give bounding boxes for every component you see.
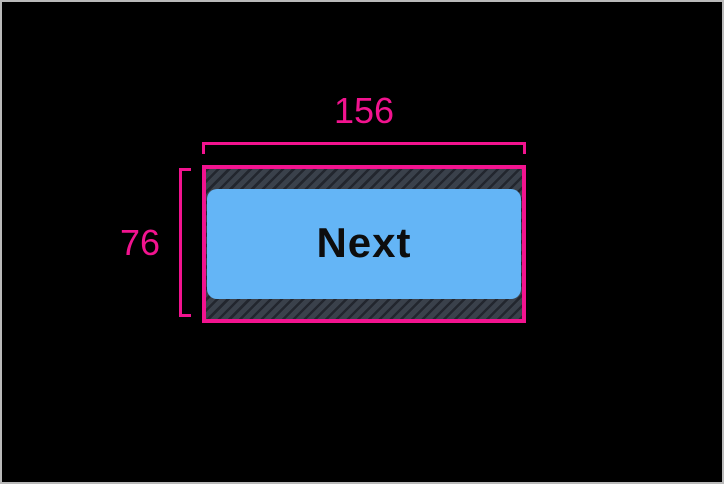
width-measure-label: 156 [333, 90, 395, 131]
widget-bounds-overlay: Next [202, 165, 526, 323]
next-button[interactable]: Next [207, 189, 521, 299]
next-button-label: Next [316, 219, 412, 266]
width-measure-bracket [202, 142, 526, 154]
height-measure-label: 76 [119, 222, 160, 263]
height-measure-bracket [179, 168, 191, 317]
